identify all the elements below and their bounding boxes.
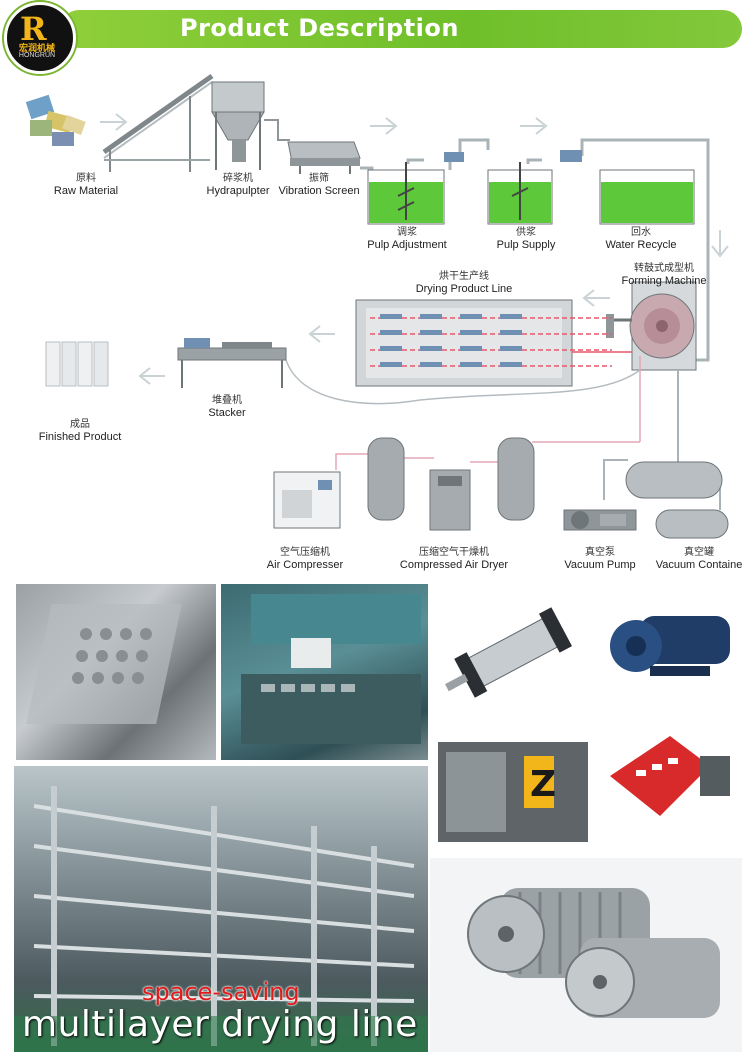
vacuum-pump-icon <box>563 509 637 531</box>
raw-material-icon <box>25 94 86 146</box>
vibration-screen-icon <box>287 141 361 174</box>
finished-product-icon <box>45 341 109 387</box>
forming-machine-photo <box>221 584 428 760</box>
svg-text:Z: Z <box>530 764 556 805</box>
vacuum-container-icon <box>625 461 729 539</box>
screw-compressor-photo: Z <box>432 722 596 852</box>
vacuum-pump-photo <box>600 586 740 716</box>
title-banner <box>60 10 742 48</box>
air-dryer-icon <box>429 469 471 531</box>
pulp-tanks <box>367 150 695 225</box>
logo-mark: R <box>20 10 47 48</box>
air-compressor-icon <box>273 471 341 529</box>
forming-mould-photo <box>16 584 216 760</box>
caption-space-saving: space-saving <box>142 978 300 1006</box>
air-cylinder-photo <box>432 586 596 716</box>
process-diagram <box>25 73 729 539</box>
forming-machine-icon <box>606 281 697 371</box>
brand-logo <box>4 2 76 74</box>
page-title: Product Description <box>180 14 459 42</box>
drying-line-icon <box>355 299 632 387</box>
air-tank-icon <box>367 437 535 521</box>
caption-multilayer-drying-line: multilayer drying line <box>22 1004 418 1045</box>
burner-photo <box>600 716 740 846</box>
stacker-icon <box>177 338 287 388</box>
drying-line-photo <box>14 766 428 1052</box>
electric-motors-photo <box>430 858 742 1052</box>
hydrapulper-icon <box>211 81 290 170</box>
conveyor-icon <box>102 73 214 172</box>
